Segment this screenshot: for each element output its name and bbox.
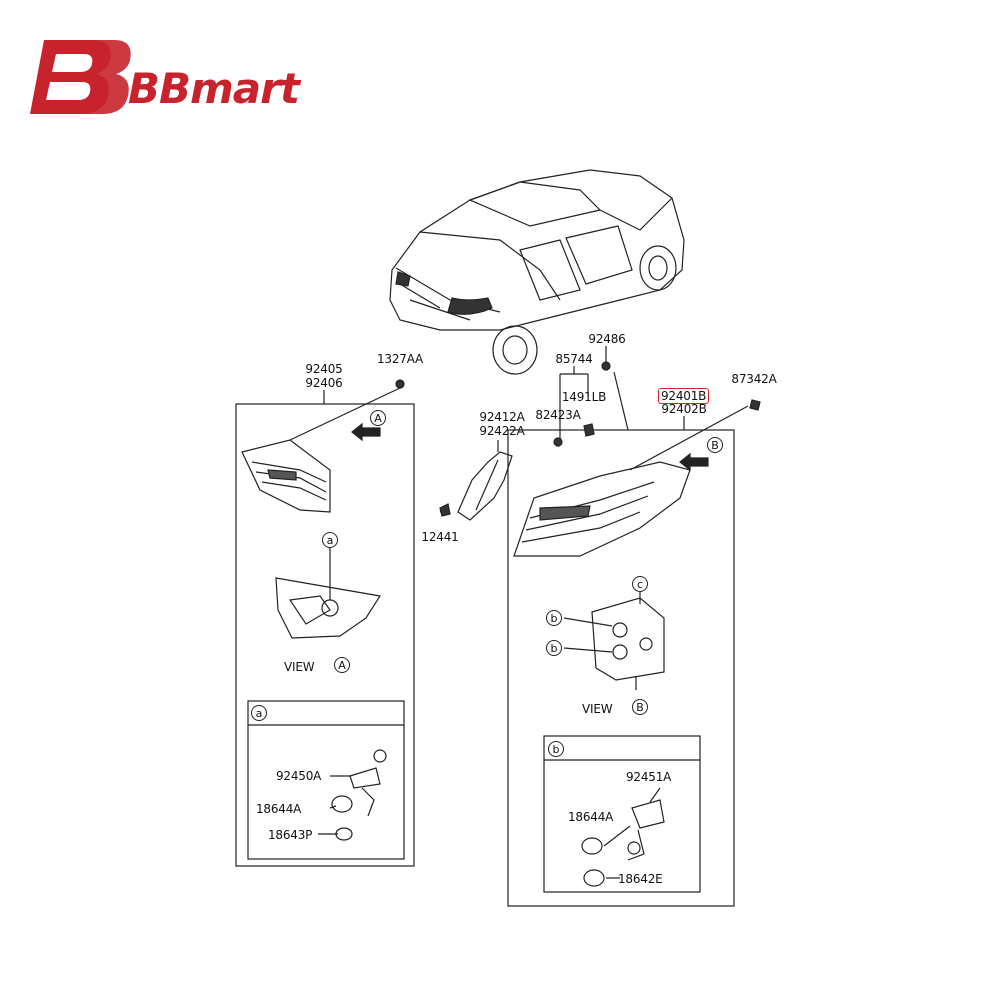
label-92486: 92486 <box>588 332 626 346</box>
right-outer-lamp <box>513 461 691 557</box>
label-18642E: 18642E <box>618 872 663 886</box>
left-detail-box <box>247 700 405 860</box>
callout-c-detail: c <box>632 576 648 592</box>
callout-a-box: a <box>251 705 267 721</box>
callout-A-view: A <box>334 657 350 673</box>
label-92450A: 92450A <box>276 769 322 783</box>
callout-a-detail: a <box>322 532 338 548</box>
brand-logo <box>22 34 362 120</box>
view-a-lamp-back <box>275 548 381 639</box>
label-1327AA: 1327AA <box>376 352 424 366</box>
bbmart-logo-mark-icon <box>30 40 131 114</box>
label-12441: 12441 <box>421 530 459 544</box>
callout-B-view: B <box>632 699 648 715</box>
label-87342A: 87342A <box>731 372 777 386</box>
label-92412A: 92412A <box>479 410 525 424</box>
label-18643P: 18643P <box>268 828 313 842</box>
callout-A-top: A <box>370 410 386 426</box>
callout-b-box: b <box>548 741 564 757</box>
right-bulb-assembly <box>581 787 665 887</box>
callout-b-detail-2: b <box>546 640 562 656</box>
label-92405: 92405 <box>305 362 343 376</box>
label-82423A: 82423A <box>535 408 581 422</box>
callout-b-detail-1: b <box>546 610 562 626</box>
left-inner-lamp <box>241 439 331 513</box>
label-92406: 92406 <box>305 376 343 390</box>
suv-illustration <box>389 169 685 375</box>
label-92402B: 92402B <box>661 402 707 416</box>
right-group-frame <box>507 429 735 907</box>
label-92422A: 92422A <box>479 424 525 438</box>
trim-bracket <box>457 451 513 521</box>
view-b-lamp-back <box>563 588 665 690</box>
left-group-frame <box>235 403 415 867</box>
label-18644A-left: 18644A <box>256 802 302 816</box>
right-detail-box <box>543 735 701 893</box>
label-92451A: 92451A <box>626 770 672 784</box>
view-b-caption: VIEW <box>582 702 613 716</box>
label-18644A-right: 18644A <box>568 810 614 824</box>
label-1491LB: 1491LB <box>561 390 607 404</box>
label-92401B: 92401B <box>658 388 710 404</box>
brand-name: BBmart <box>128 64 300 113</box>
label-85744: 85744 <box>555 352 593 366</box>
view-a-caption: VIEW <box>284 660 315 674</box>
left-bulb-assembly <box>318 749 387 841</box>
callout-B-top: B <box>707 437 723 453</box>
